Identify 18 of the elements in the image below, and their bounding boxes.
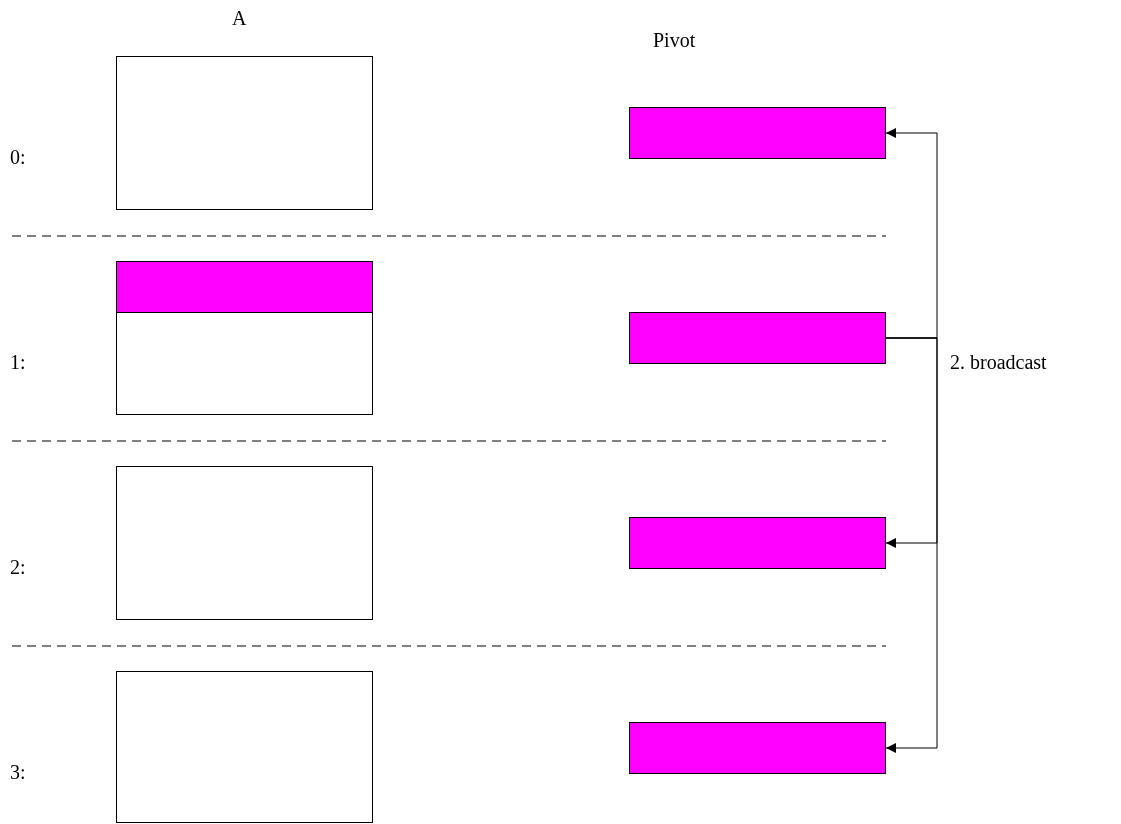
row-index: 2: [10,557,26,577]
connector-arrow [885,128,938,339]
connector-arrow [885,337,938,753]
column-heading: A [232,8,247,28]
matrix-block [116,56,373,210]
pivot-row-bar [629,722,886,774]
row-index: 0: [10,147,26,167]
matrix-block [116,671,373,823]
pivot-row-bar [629,107,886,159]
row-index: 3: [10,762,26,782]
column-heading: Pivot [653,30,696,50]
pivot-row-bar [629,312,886,364]
matrix-block [116,261,373,415]
row-index: 1: [10,352,26,372]
matrix-block [116,466,373,620]
pivot-row-bar [116,261,373,313]
pivot-row-bar [629,517,886,569]
step-label: 2. broadcast [950,352,1047,372]
